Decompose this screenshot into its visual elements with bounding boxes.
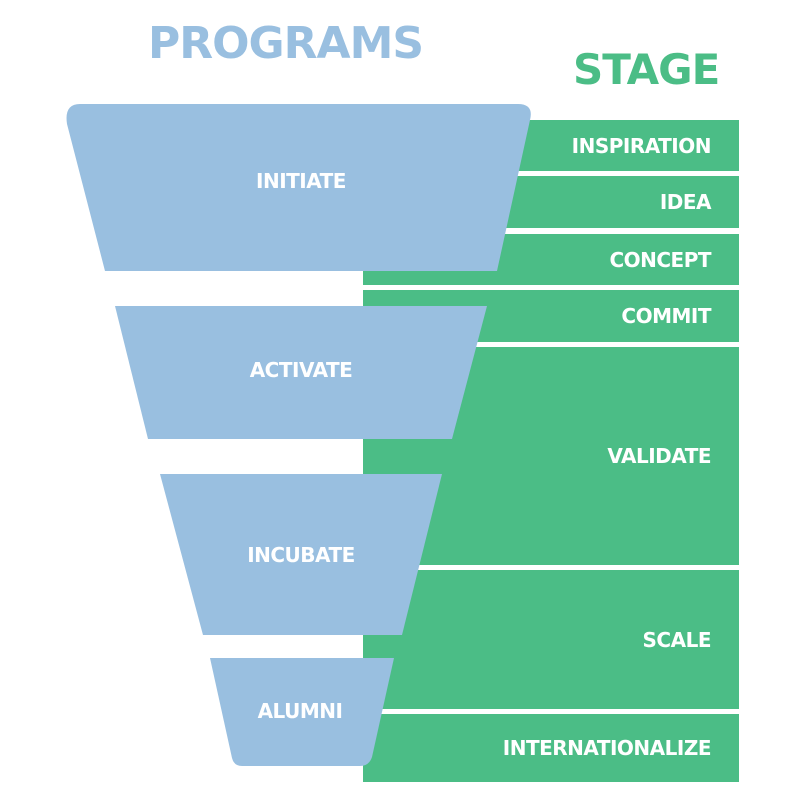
funnel-segment-alumni	[210, 658, 394, 766]
program-label-incubate: INCUBATE	[247, 543, 355, 567]
funnel-segment-initiate	[66, 104, 531, 271]
program-label-initiate: INITIATE	[256, 169, 346, 193]
stage-label: VALIDATE	[607, 444, 711, 468]
stage-label: COMMIT	[621, 304, 711, 328]
stage-bar-internationalize: INTERNATIONALIZE	[363, 714, 739, 782]
programs-heading: PROGRAMS	[148, 18, 424, 69]
funnel-segment-activate	[115, 306, 487, 439]
program-label-alumni: ALUMNI	[257, 699, 343, 723]
stage-label: IDEA	[659, 190, 712, 214]
stage-label: INSPIRATION	[571, 133, 712, 158]
stage-label: CONCEPT	[609, 247, 711, 272]
program-label-activate: ACTIVATE	[249, 358, 353, 382]
stage-label: SCALE	[642, 627, 712, 652]
stage-heading: STAGE	[573, 45, 720, 94]
funnel-segment-incubate	[160, 474, 442, 635]
stage-label: INTERNATIONALIZE	[502, 736, 712, 760]
stage-bar-scale: SCALE	[363, 570, 739, 709]
